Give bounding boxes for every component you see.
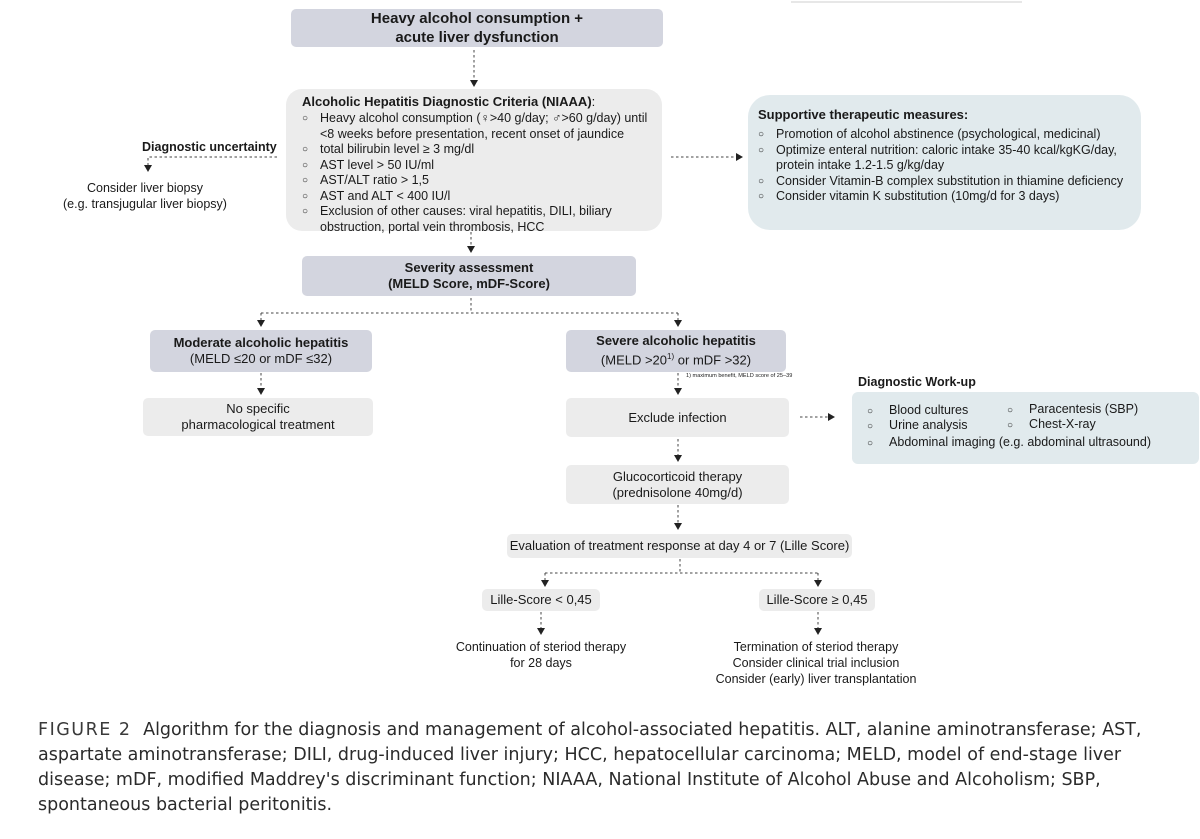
lille-high-label: Lille-Score ≥ 0,45 <box>766 592 868 607</box>
moderate-sub: (MELD ≤20 or mDF ≤32) <box>189 351 333 366</box>
evaluation-box: Evaluation of treatment response at day … <box>507 534 852 558</box>
severe-sub: (MELD >201) or mDF >32) <box>600 352 752 368</box>
workup-title: Diagnostic Work-up <box>858 375 976 389</box>
supportive-item: Consider vitamin K substitution (10mg/d … <box>758 189 1127 205</box>
workup-paracentesis: ○Paracentesis (SBP) <box>1007 402 1139 416</box>
criteria-title: Alcoholic Hepatitis Diagnostic Criteria … <box>302 94 592 109</box>
continuation-line2: for 28 days <box>510 656 572 670</box>
termination-text: Termination of steriod therapy Consider … <box>696 639 936 687</box>
lille-low-label: Lille-Score < 0,45 <box>490 592 592 607</box>
liver-biopsy-line1: Consider liver biopsy <box>86 181 204 195</box>
workup-urine: ○Urine analysis <box>867 418 968 432</box>
footnote-ref: 1) <box>667 352 675 362</box>
criteria-item: AST/ALT ratio > 1,5 <box>302 173 650 189</box>
glucocorticoid-box: Glucocorticoid therapy (prednisolone 40m… <box>566 465 789 504</box>
workup-abdominal-imaging: ○Abdominal imaging (e.g. abdominal ultra… <box>867 435 1152 449</box>
workup-blood-cultures: ○Blood cultures <box>867 403 969 417</box>
lille-high-box: Lille-Score ≥ 0,45 <box>759 589 875 611</box>
criteria-item: Heavy alcohol consumption (♀>40 g/day; ♂… <box>302 111 650 142</box>
gluco-line2: (prednisolone 40mg/d) <box>612 484 743 500</box>
supportive-item: Consider Vitamin-B complex substitution … <box>758 174 1127 190</box>
continuation-text: Continuation of steriod therapy for 28 d… <box>440 639 642 671</box>
severity-assessment-box: Severity assessment (MELD Score, mDF-Sco… <box>302 256 636 296</box>
continuation-line1: Continuation of steriod therapy <box>455 640 627 654</box>
liver-biopsy-text: Consider liver biopsy (e.g. transjugular… <box>30 180 260 212</box>
severity-line2: (MELD Score, mDF-Score) <box>388 276 550 291</box>
evaluation-label: Evaluation of treatment response at day … <box>509 538 850 553</box>
lille-low-box: Lille-Score < 0,45 <box>482 589 600 611</box>
workup-chest-xray: ○Chest-X-ray <box>1007 417 1096 431</box>
arrow-to-uncertainty <box>144 156 277 172</box>
supportive-list: Promotion of alcohol abstinence (psychol… <box>758 127 1127 205</box>
no-treatment-box: No specific pharmacological treatment <box>143 398 373 436</box>
supportive-measures-box: Supportive therapeutic measures: Promoti… <box>748 95 1141 230</box>
criteria-item: AST level > 50 IU/ml <box>302 158 650 174</box>
heavy-alcohol-line1: Heavy alcohol consumption + <box>370 10 584 27</box>
heavy-alcohol-line2: acute liver dysfunction <box>395 29 559 46</box>
gluco-line1: Glucocorticoid therapy <box>612 468 743 484</box>
termination-line3: Consider (early) liver transplantation <box>715 672 917 686</box>
supportive-item: Optimize enteral nutrition: caloric inta… <box>758 143 1127 174</box>
criteria-item: total bilirubin level ≥ 3 mg/dl <box>302 142 650 158</box>
criteria-item: Exclusion of other causes: viral hepatit… <box>302 204 650 235</box>
severe-footnote: 1) maximum benefit, MELD score of 25–39 <box>686 373 793 379</box>
no-treatment-line2: pharmacological treatment <box>181 417 335 432</box>
exclude-infection-label: Exclude infection <box>628 409 727 425</box>
criteria-item: AST and ALT < 400 IU/l <box>302 189 650 205</box>
moderate-title: Moderate alcoholic hepatitis <box>173 335 349 350</box>
no-treatment-line1: No specific <box>226 401 290 416</box>
liver-biopsy-line2: (e.g. transjugular liver biopsy) <box>63 197 227 211</box>
termination-line2: Consider clinical trial inclusion <box>732 656 900 670</box>
figure-caption: FIGURE 2 Algorithm for the diagnosis and… <box>38 718 1188 818</box>
supportive-title: Supportive therapeutic measures: <box>758 107 969 122</box>
diagnostic-uncertainty-label: Diagnostic uncertainty <box>142 140 277 154</box>
criteria-list: Heavy alcohol consumption (♀>40 g/day; ♂… <box>302 111 650 235</box>
termination-line1: Termination of steriod therapy <box>733 640 899 654</box>
moderate-hepatitis-box: Moderate alcoholic hepatitis (MELD ≤20 o… <box>150 330 372 372</box>
diagnostic-criteria-box: Alcoholic Hepatitis Diagnostic Criteria … <box>286 89 662 234</box>
figure-caption-text: Algorithm for the diagnosis and manageme… <box>38 720 1142 815</box>
severe-hepatitis-box: Severe alcoholic hepatitis (MELD >201) o… <box>566 330 786 372</box>
supportive-item: Promotion of alcohol abstinence (psychol… <box>758 127 1127 143</box>
criteria-colon: : <box>591 94 596 109</box>
exclude-infection-box: Exclude infection <box>566 398 789 437</box>
severity-line1: Severity assessment <box>404 260 534 275</box>
severe-title: Severe alcoholic hepatitis <box>596 333 756 349</box>
figure-label: FIGURE 2 <box>38 720 132 740</box>
heavy-alcohol-box: Heavy alcohol consumption + acute liver … <box>291 9 663 47</box>
workup-box: ○Blood cultures ○Paracentesis (SBP) ○Uri… <box>852 392 1199 464</box>
